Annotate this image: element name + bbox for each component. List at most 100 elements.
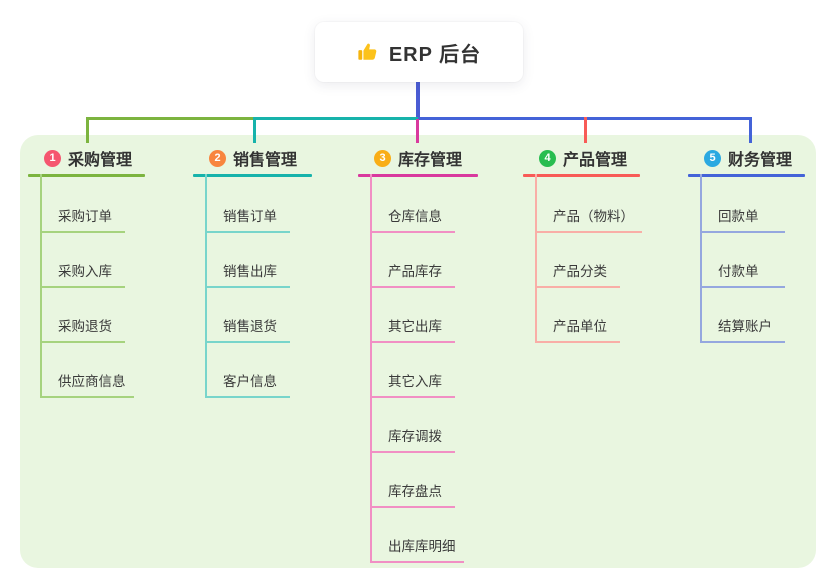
child-label: 销售退货: [223, 319, 277, 334]
child-label: 产品分类: [553, 264, 607, 279]
child-node[interactable]: 库存盘点: [370, 480, 455, 508]
child-label: 产品库存: [388, 264, 442, 279]
branch-label: 财务管理: [728, 152, 793, 169]
child-underline: [205, 286, 290, 288]
child-underline: [370, 396, 455, 398]
branch-underline: [358, 174, 478, 177]
child-label: 采购订单: [58, 209, 112, 224]
connector-drop-product: [584, 117, 587, 143]
branch-underline: [523, 174, 640, 177]
child-label: 产品（物料）: [553, 209, 634, 224]
child-node[interactable]: 仓库信息: [370, 205, 455, 233]
branch-finance-node[interactable]: 5 财务管理: [688, 146, 792, 170]
branch-child-connector: [370, 174, 372, 561]
branch-number-badge: 3: [374, 149, 391, 167]
connector-drop-purchase: [86, 117, 89, 143]
branch-label: 产品管理: [563, 152, 628, 169]
root-node[interactable]: ERP 后台: [315, 22, 523, 82]
child-node[interactable]: 销售出库: [205, 260, 290, 288]
connector-horizontal-purchase: [86, 117, 418, 120]
child-underline: [535, 341, 620, 343]
branch-finance: 5 财务管理 回款单 付款单 结算账户: [688, 146, 805, 343]
child-node[interactable]: 结算账户: [700, 315, 785, 343]
child-label: 其它入库: [388, 374, 442, 389]
connector-trunk: [416, 82, 420, 120]
child-label: 客户信息: [223, 374, 277, 389]
child-underline: [40, 231, 125, 233]
connector-drop-sales: [253, 117, 256, 143]
child-underline: [700, 341, 785, 343]
child-label: 库存盘点: [388, 484, 442, 499]
child-underline: [700, 286, 785, 288]
child-underline: [370, 286, 455, 288]
child-label: 供应商信息: [58, 374, 126, 389]
child-node[interactable]: 采购订单: [40, 205, 125, 233]
child-node[interactable]: 出库库明细: [370, 535, 464, 563]
branch-label: 库存管理: [398, 152, 463, 169]
branch-number-badge: 4: [539, 149, 556, 167]
child-node[interactable]: 库存调拨: [370, 425, 455, 453]
child-label: 回款单: [718, 209, 759, 224]
child-label: 其它出库: [388, 319, 442, 334]
child-node[interactable]: 产品单位: [535, 315, 620, 343]
child-label: 销售出库: [223, 264, 277, 279]
connector-drop-inventory: [416, 119, 419, 143]
mindmap-background-panel: [20, 135, 816, 568]
child-label: 产品单位: [553, 319, 607, 334]
branch-label: 采购管理: [68, 152, 133, 169]
branch-underline: [688, 174, 805, 177]
child-node[interactable]: 其它出库: [370, 315, 455, 343]
branch-purchase-node[interactable]: 1 采购管理: [28, 146, 132, 170]
branch-child-connector: [205, 174, 207, 396]
branch-child-connector: [700, 174, 702, 341]
child-label: 采购退货: [58, 319, 112, 334]
branch-number-badge: 2: [209, 149, 226, 167]
child-node[interactable]: 供应商信息: [40, 370, 134, 398]
branch-child-connector: [535, 174, 537, 341]
child-underline: [40, 341, 125, 343]
connector-drop-finance: [749, 117, 752, 143]
child-underline: [205, 341, 290, 343]
child-node[interactable]: 回款单: [700, 205, 785, 233]
child-underline: [370, 341, 455, 343]
child-node[interactable]: 销售订单: [205, 205, 290, 233]
child-label: 结算账户: [718, 319, 772, 334]
child-underline: [205, 231, 290, 233]
child-underline: [370, 231, 455, 233]
child-label: 采购入库: [58, 264, 112, 279]
child-label: 出库库明细: [388, 539, 456, 554]
branch-underline: [28, 174, 145, 177]
branch-inventory-node[interactable]: 3 库存管理: [358, 146, 462, 170]
child-node[interactable]: 产品分类: [535, 260, 620, 288]
child-node[interactable]: 产品（物料）: [535, 205, 642, 233]
child-underline: [370, 561, 464, 563]
branch-product-node[interactable]: 4 产品管理: [523, 146, 627, 170]
child-underline: [700, 231, 785, 233]
branch-label: 销售管理: [233, 152, 298, 169]
child-underline: [370, 451, 455, 453]
child-node[interactable]: 产品库存: [370, 260, 455, 288]
branch-number-badge: 5: [704, 149, 721, 167]
branch-sales: 2 销售管理 销售订单 销售出库 销售退货 客户信息: [193, 146, 312, 398]
child-node[interactable]: 其它入库: [370, 370, 455, 398]
child-underline: [40, 396, 134, 398]
child-label: 库存调拨: [388, 429, 442, 444]
child-label: 仓库信息: [388, 209, 442, 224]
branch-sales-node[interactable]: 2 销售管理: [193, 146, 297, 170]
child-label: 付款单: [718, 264, 759, 279]
child-underline: [40, 286, 125, 288]
branch-child-connector: [40, 174, 42, 396]
child-underline: [535, 286, 620, 288]
child-node[interactable]: 客户信息: [205, 370, 290, 398]
connector-horizontal-sales: [253, 117, 418, 120]
child-node[interactable]: 销售退货: [205, 315, 290, 343]
branch-inventory: 3 库存管理 仓库信息 产品库存 其它出库 其它入库 库存调拨 库存盘点: [358, 146, 478, 563]
child-node[interactable]: 付款单: [700, 260, 785, 288]
child-node[interactable]: 采购入库: [40, 260, 125, 288]
child-underline: [205, 396, 290, 398]
branch-number-badge: 1: [44, 149, 61, 167]
branch-product: 4 产品管理 产品（物料） 产品分类 产品单位: [523, 146, 642, 343]
branch-purchase: 1 采购管理 采购订单 采购入库 采购退货 供应商信息: [28, 146, 145, 398]
child-node[interactable]: 采购退货: [40, 315, 125, 343]
